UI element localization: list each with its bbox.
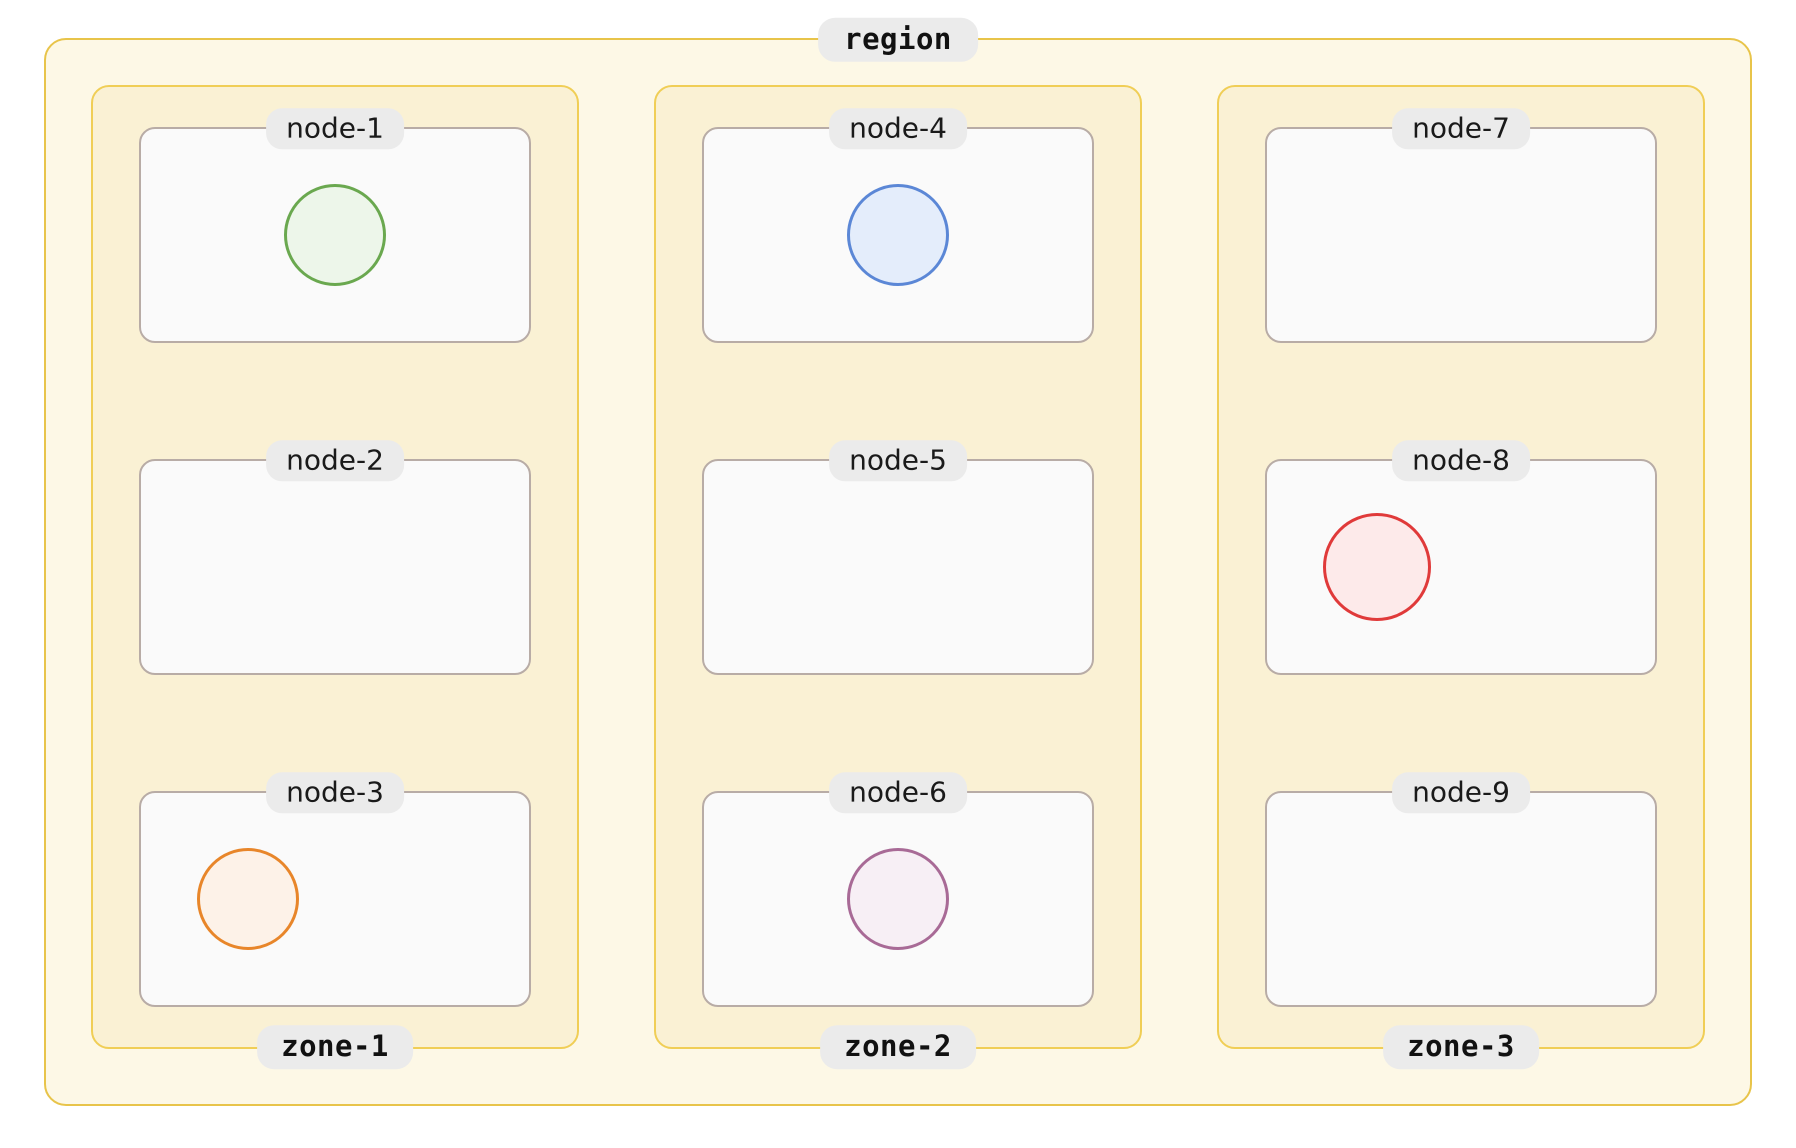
node-label-7: node-7 bbox=[1392, 108, 1530, 150]
node-card-2[interactable]: node-2 bbox=[139, 440, 531, 675]
zone-container-1[interactable]: node-1 node-2 node-3 zone-1 bbox=[91, 85, 579, 1070]
node-body-5 bbox=[704, 461, 1092, 673]
region-container[interactable]: region node-1 node-2 node-3 bbox=[44, 17, 1752, 1106]
node-card-5[interactable]: node-5 bbox=[702, 440, 1094, 675]
node-card-4[interactable]: node-4 bbox=[702, 108, 1094, 343]
status-circle-red bbox=[1323, 513, 1431, 621]
node-card-6[interactable]: node-6 bbox=[702, 772, 1094, 1007]
zone-container-3[interactable]: node-7 node-8 node-9 zone-3 bbox=[1217, 85, 1705, 1070]
node-card-3[interactable]: node-3 bbox=[139, 772, 531, 1007]
node-label-6: node-6 bbox=[829, 772, 967, 814]
node-body-4 bbox=[704, 129, 1092, 341]
node-card-7[interactable]: node-7 bbox=[1265, 108, 1657, 343]
node-body-2 bbox=[141, 461, 529, 673]
status-circle-orange bbox=[197, 848, 299, 950]
node-body-7 bbox=[1267, 129, 1655, 341]
node-label-3: node-3 bbox=[266, 772, 404, 814]
status-circle-green bbox=[284, 184, 386, 286]
zone-container-2[interactable]: node-4 node-5 node-6 zone-2 bbox=[654, 85, 1142, 1070]
node-card-8[interactable]: node-8 bbox=[1265, 440, 1657, 675]
zone-label-3: zone-3 bbox=[1383, 1024, 1539, 1070]
status-circle-blue bbox=[847, 184, 949, 286]
node-label-5: node-5 bbox=[829, 440, 967, 482]
node-label-1: node-1 bbox=[266, 108, 404, 150]
node-label-2: node-2 bbox=[266, 440, 404, 482]
node-body-8 bbox=[1267, 461, 1655, 673]
node-label-9: node-9 bbox=[1392, 772, 1530, 814]
zone-label-2: zone-2 bbox=[820, 1024, 976, 1070]
zone-label-1: zone-1 bbox=[257, 1024, 413, 1070]
node-body-3 bbox=[141, 793, 529, 1005]
node-body-6 bbox=[704, 793, 1092, 1005]
node-card-9[interactable]: node-9 bbox=[1265, 772, 1657, 1007]
region-label: region bbox=[818, 17, 978, 63]
status-circle-purple bbox=[847, 848, 949, 950]
node-body-9 bbox=[1267, 793, 1655, 1005]
node-card-1[interactable]: node-1 bbox=[139, 108, 531, 343]
node-label-4: node-4 bbox=[829, 108, 967, 150]
node-body-1 bbox=[141, 129, 529, 341]
node-label-8: node-8 bbox=[1392, 440, 1530, 482]
zones-row: node-1 node-2 node-3 zone-1 bbox=[91, 85, 1705, 1070]
